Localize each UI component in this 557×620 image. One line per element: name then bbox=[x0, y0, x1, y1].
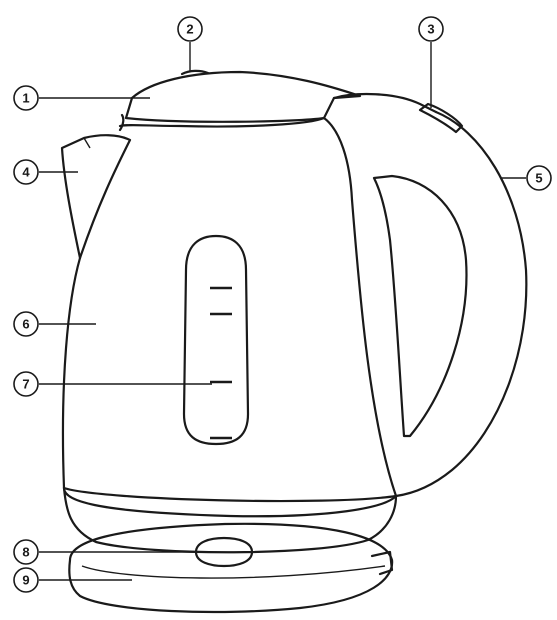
callout-1-number: 1 bbox=[22, 91, 29, 106]
power-base bbox=[68, 522, 394, 614]
callout-2: 2 bbox=[177, 16, 203, 42]
callout-7-number: 7 bbox=[22, 377, 29, 392]
handle-opening bbox=[372, 174, 468, 438]
leader-lines bbox=[39, 42, 526, 581]
callout-3-number: 3 bbox=[427, 22, 434, 37]
callout-2-number: 2 bbox=[186, 22, 193, 37]
power-switch bbox=[418, 102, 464, 134]
callout-3: 3 bbox=[418, 16, 444, 42]
callout-4: 4 bbox=[13, 159, 39, 185]
callout-7: 7 bbox=[13, 371, 39, 397]
callout-4-number: 4 bbox=[22, 165, 30, 180]
kettle-body bbox=[61, 113, 398, 503]
callout-6-number: 6 bbox=[22, 317, 29, 332]
callout-1: 1 bbox=[13, 85, 39, 111]
callout-5-number: 5 bbox=[535, 171, 542, 186]
callout-9-number: 9 bbox=[22, 573, 29, 588]
water-level-window bbox=[182, 234, 250, 446]
power-indicator bbox=[194, 536, 254, 568]
callout-6: 6 bbox=[13, 311, 39, 337]
callout-8: 8 bbox=[13, 539, 39, 565]
spout bbox=[60, 134, 132, 260]
callout-5: 5 bbox=[526, 165, 552, 191]
handle bbox=[322, 110, 528, 498]
callout-8-number: 8 bbox=[22, 545, 29, 560]
callout-9: 9 bbox=[13, 567, 39, 593]
lid-release bbox=[332, 92, 438, 114]
lid bbox=[118, 69, 362, 128]
body-bottom-band bbox=[62, 486, 398, 554]
